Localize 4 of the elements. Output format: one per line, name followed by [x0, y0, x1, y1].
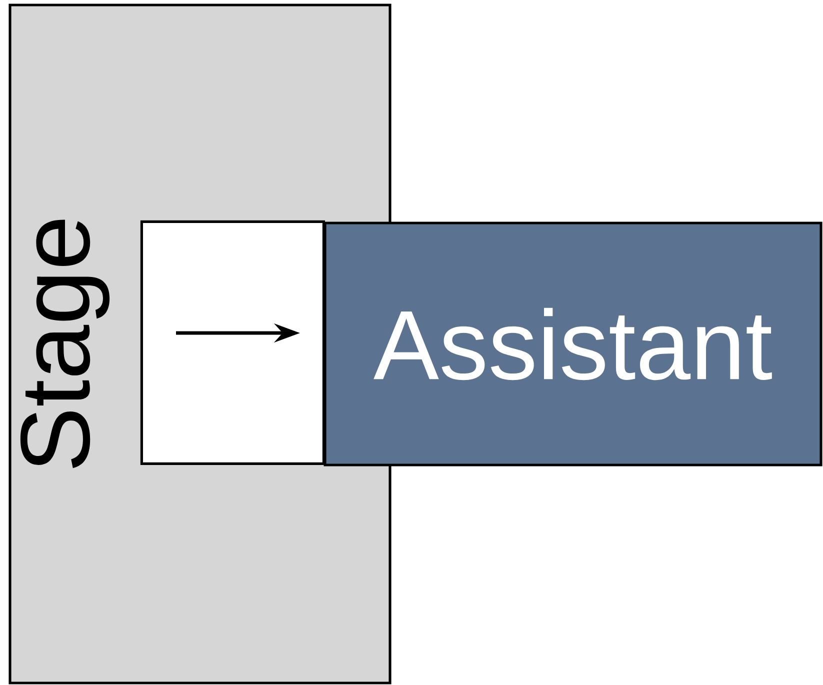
assistant-box: [324, 222, 822, 466]
empty-box: [140, 220, 325, 465]
node-label: Stage: [20, 220, 110, 468]
node-label: Assistant: [374, 308, 772, 380]
